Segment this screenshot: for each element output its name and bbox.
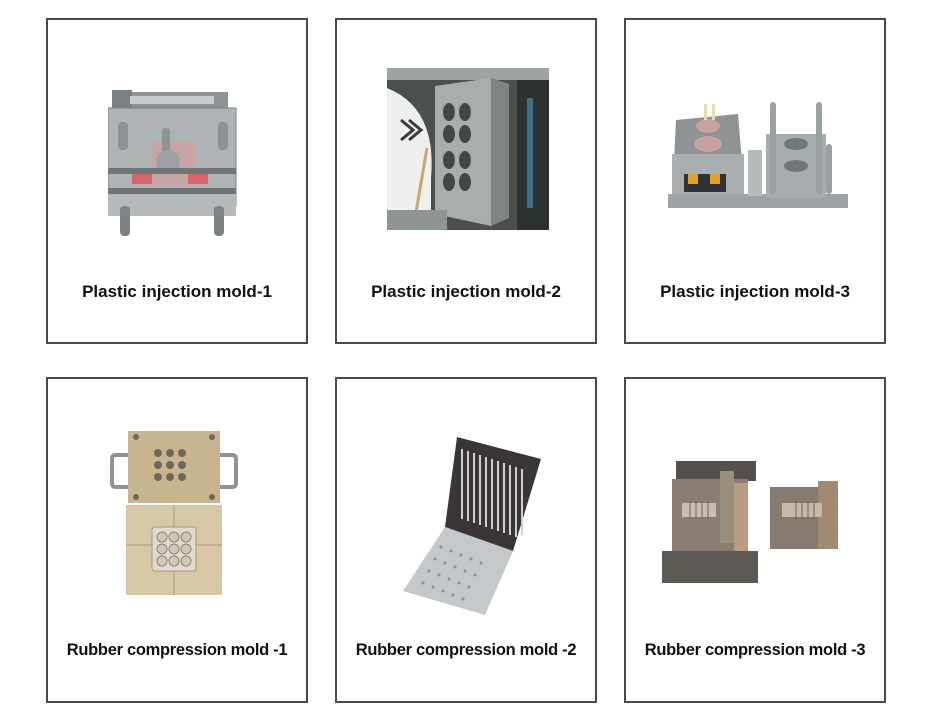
product-card-rubber-compression-mold-3[interactable]: Rubber compression mold -3: [624, 377, 886, 703]
product-caption[interactable]: Rubber compression mold -3: [644, 641, 866, 659]
product-card-plastic-injection-mold-2[interactable]: Plastic injection mold-2: [335, 18, 597, 344]
plastic-injection-mold-2-image: [387, 68, 549, 230]
product-caption[interactable]: Plastic injection mold-3: [660, 282, 850, 301]
product-caption[interactable]: Rubber compression mold -1: [66, 641, 288, 659]
product-card-rubber-compression-mold-2[interactable]: Rubber compression mold -2: [335, 377, 597, 703]
plastic-injection-mold-3-image: [666, 100, 850, 214]
rubber-compression-mold-1-image: [110, 429, 238, 597]
product-caption[interactable]: Plastic injection mold-1: [82, 282, 272, 301]
product-card-plastic-injection-mold-3[interactable]: Plastic injection mold-3: [624, 18, 886, 344]
rubber-compression-mold-3-image: [662, 459, 854, 585]
plastic-injection-mold-1-image: [108, 88, 240, 240]
product-card-plastic-injection-mold-1[interactable]: Plastic injection mold-1: [46, 18, 308, 344]
product-caption[interactable]: Rubber compression mold -2: [355, 641, 577, 659]
rubber-compression-mold-2-image: [401, 435, 541, 615]
product-caption[interactable]: Plastic injection mold-2: [371, 282, 561, 301]
product-card-rubber-compression-mold-1[interactable]: Rubber compression mold -1: [46, 377, 308, 703]
